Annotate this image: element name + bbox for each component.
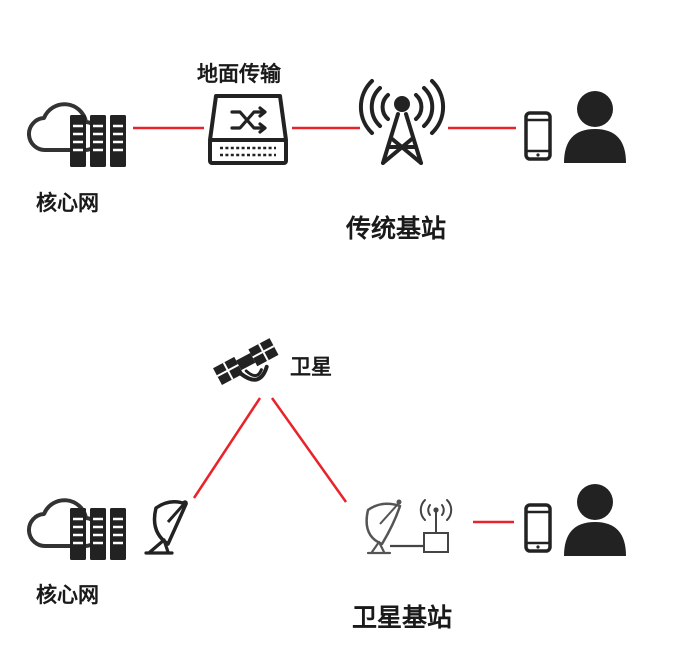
- cloud-outline-icon: [26, 102, 102, 153]
- server-rack-icon: [70, 115, 126, 167]
- cloud-outline-icon: [26, 498, 102, 549]
- server-rack-icon: [70, 508, 126, 560]
- traditional-base-station-label: 传统基站: [346, 214, 447, 243]
- network-switch-icon: [208, 94, 288, 165]
- satellite-base-station-label: 卫星基站: [352, 603, 453, 632]
- satellite-dish-icon: [365, 499, 402, 555]
- cell-tower-icon: [358, 79, 446, 165]
- ground-transmission-label: 地面传输: [197, 62, 281, 86]
- satellite-dish-icon: [144, 500, 188, 555]
- antenna-box-icon: [419, 499, 453, 553]
- smartphone-icon: [524, 111, 552, 161]
- user-person-icon: [564, 91, 626, 163]
- satellite-label: 卫星: [290, 355, 332, 379]
- core-network-label: 核心网: [36, 583, 99, 607]
- link-satellite-to-station: [270, 397, 348, 503]
- core-network-label: 核心网: [36, 191, 99, 215]
- smartphone-icon: [524, 503, 552, 553]
- user-person-icon: [564, 484, 626, 556]
- link-dish-to-satellite: [192, 397, 262, 499]
- satellite-icon: [213, 338, 279, 385]
